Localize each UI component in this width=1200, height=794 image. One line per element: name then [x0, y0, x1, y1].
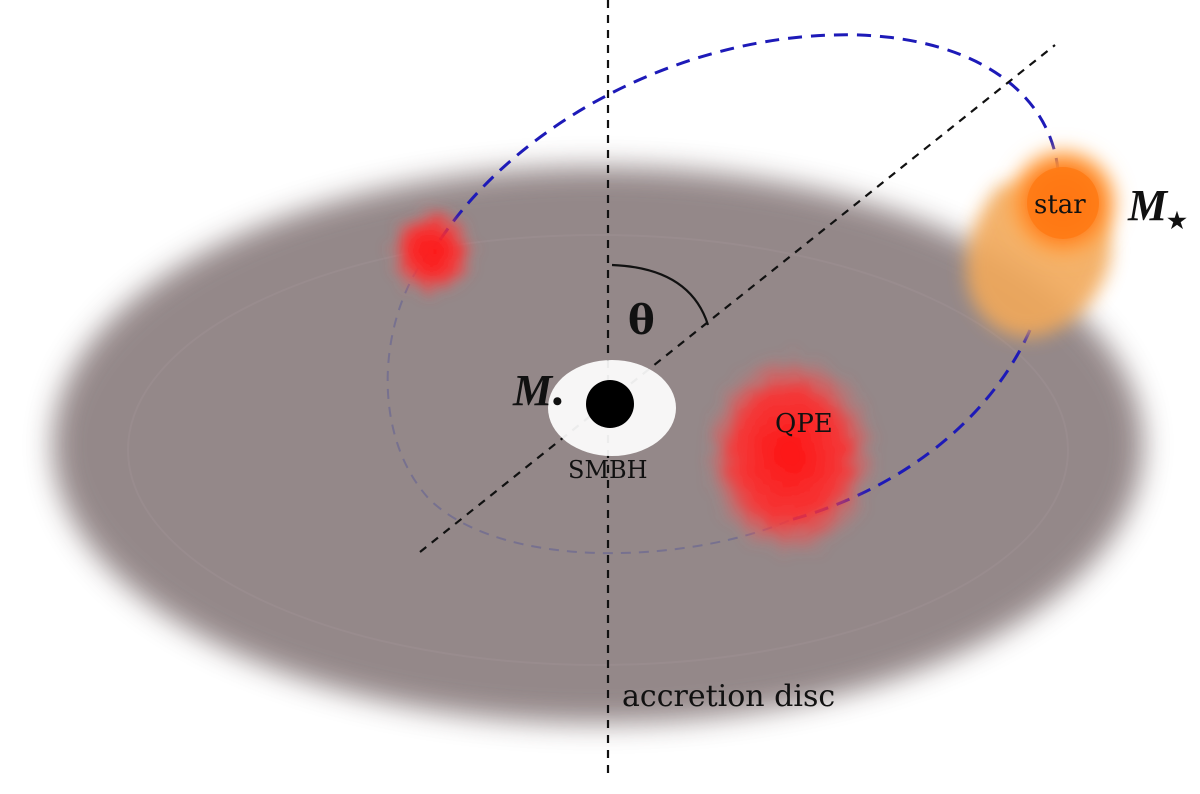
qpe-flare-large: [705, 355, 875, 555]
smbh-mass-symbol: M•: [512, 366, 563, 418]
accretion-disc-label: accretion disc: [622, 679, 835, 714]
theta-arc: [611, 263, 710, 326]
smbh-label: SMBH: [568, 456, 648, 484]
inclined-axis: [419, 44, 1056, 553]
theta-label: θ: [628, 297, 655, 344]
stellar-orbit-back: [386, 239, 791, 555]
qpe-label: QPE: [775, 409, 833, 439]
accretion-disc-ring: [127, 234, 1069, 666]
star-mass-symbol: M★: [1127, 181, 1187, 233]
qpe-flare-small: [390, 208, 474, 296]
stellar-orbit-front: [438, 33, 1060, 241]
stellar-orbit-front-lower: [789, 329, 1032, 522]
star-label: star: [1034, 190, 1086, 220]
black-hole: [586, 380, 634, 428]
star-core: [1027, 167, 1099, 239]
